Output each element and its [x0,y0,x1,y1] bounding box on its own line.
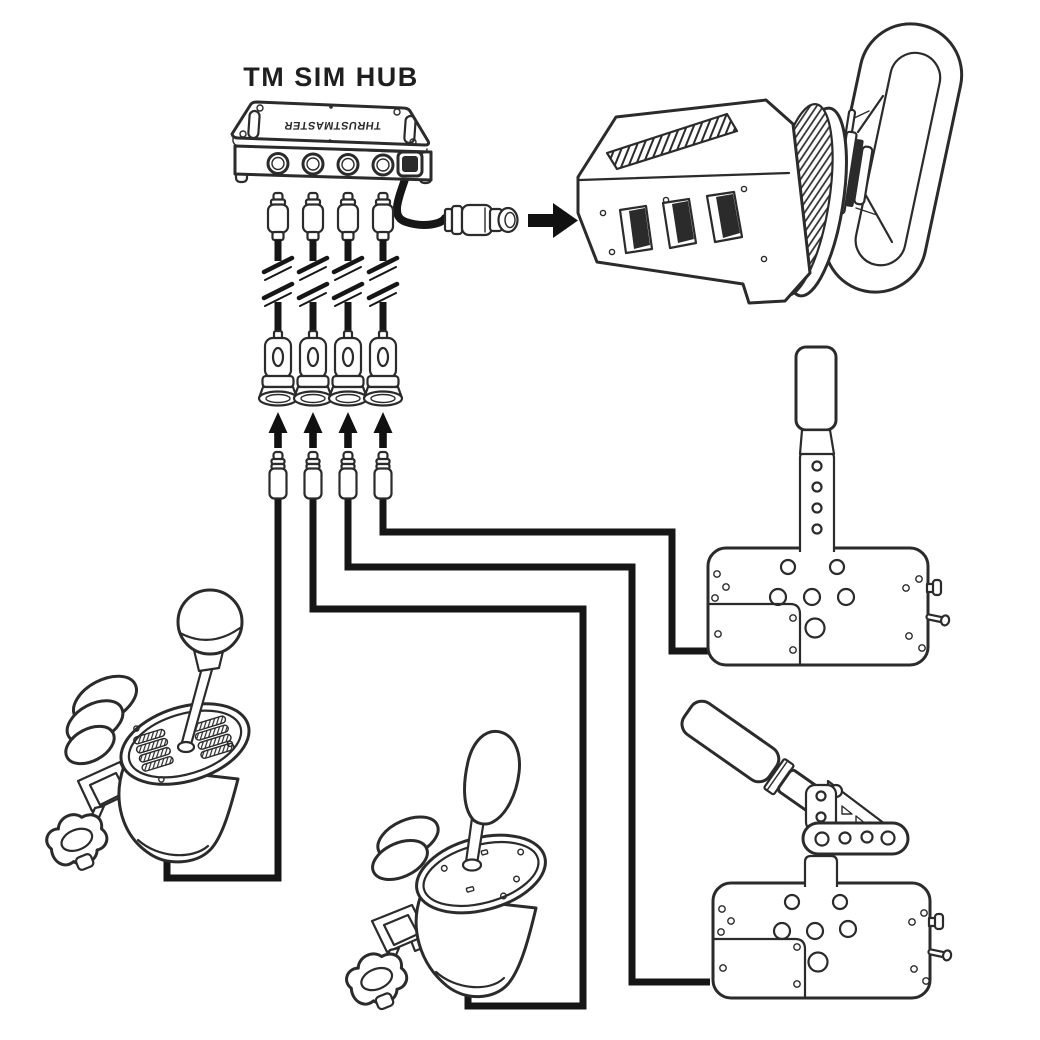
handbrake-base [711,881,932,1000]
tm-sim-hub: THRUSTMASTER [230,100,433,185]
extension-cable-1 [259,193,297,406]
device-plug-3 [338,450,358,500]
shifter-h-pattern [45,588,251,871]
hub-top-plate [230,100,431,147]
up-arrow-icon-2 [303,412,323,448]
hub-brand-label: THRUSTMASTER [283,119,382,131]
handbrake-grip [794,345,838,432]
handbrake-base [706,546,930,667]
shifter-sequential [345,729,547,1011]
hub-screws [239,104,417,146]
up-arrow-icon-4 [373,412,393,448]
shift-knob [176,588,244,656]
shifter-body [414,893,538,999]
base-post [803,854,839,887]
clamp-knob [45,813,109,871]
device-plug-2 [303,450,323,500]
base-holes [711,558,926,654]
cable-to-h-shifter [163,496,282,882]
handbrake-neck [798,428,836,456]
device-plug-4 [373,450,393,500]
hub-to-wheel-cable [393,163,449,229]
base-sub-plate [706,602,802,667]
base-sub-plate [711,937,807,1000]
steering-wheel-rim [822,22,964,294]
right-arrow-icon [528,203,578,238]
cable-to-angled-handbrake [344,496,710,986]
shifter-body [117,764,240,864]
extension-cable-2 [294,193,332,406]
wheel-base-screws [599,185,768,263]
handbrake-angled [680,699,953,1000]
up-arrow-icon-1 [268,412,288,448]
handbrake-lever-arm [798,450,836,552]
wheel-base [576,22,964,305]
base-holes [717,893,930,988]
extension-cable-3 [329,193,367,406]
base-side-pegs [925,578,951,627]
base-side-pegs [927,912,953,962]
extension-cable-4 [364,193,402,406]
handbrake-grip [680,699,781,784]
wheel-base-top-edge [578,171,791,182]
link-plate [801,821,910,856]
cable-to-vertical-handbrake [379,496,710,655]
cable-to-seq-shifter [309,496,587,1010]
clamp-knob [345,952,409,1011]
wheel-base-side-vents [618,190,744,255]
wheel-spokes [849,94,894,244]
handbrake-vertical [706,345,951,667]
hub-title-label: TM SIM HUB [243,62,418,92]
device-plug-1 [268,450,288,500]
up-arrow-icon-3 [338,412,358,448]
din-connector [443,203,519,237]
sequential-grip [463,729,521,826]
wheel-base-vent-strip [605,112,739,171]
